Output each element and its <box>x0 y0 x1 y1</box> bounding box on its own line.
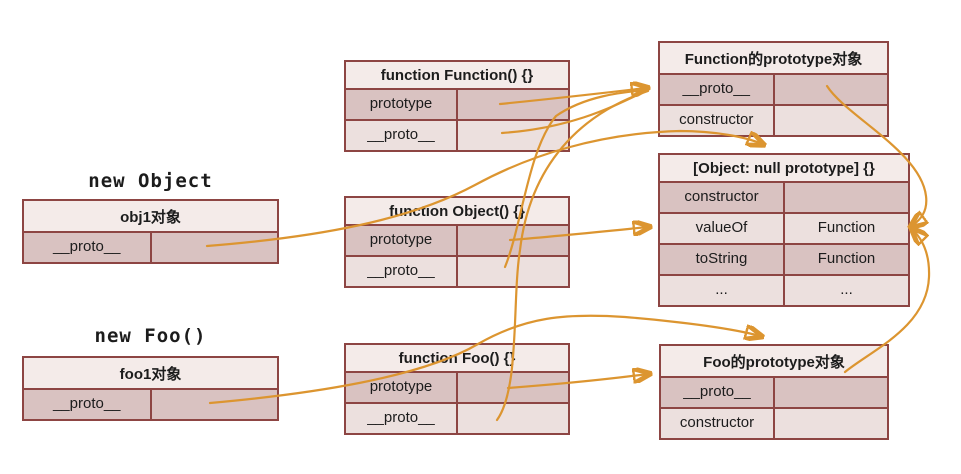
function-prototype-value <box>458 90 568 119</box>
label-new-foo: new Foo() <box>94 325 207 347</box>
obj1-proto-value <box>152 233 278 262</box>
table-row: prototype <box>346 373 568 404</box>
function-proto-value <box>458 121 568 150</box>
table-row: __proto__ <box>660 75 887 106</box>
table-obj1-title: obj1对象 <box>24 201 277 233</box>
table-function-title: function Function() {} <box>346 62 568 90</box>
op-tostring-value: Function <box>817 250 876 267</box>
table-object-constructor: function Object() {} prototype __proto__ <box>344 196 570 288</box>
object-proto-key: __proto__ <box>346 257 458 286</box>
fp-proto-key: __proto__ <box>660 75 775 104</box>
table-foo-prototype-title: Foo的prototype对象 <box>661 346 887 378</box>
foo-proto-key: __proto__ <box>346 404 458 433</box>
fp-proto-value <box>775 75 888 104</box>
table-row: toString Function <box>660 245 908 276</box>
foo-proto-value <box>458 404 568 433</box>
table-object-prototype-object: [Object: null prototype] {} constructor … <box>658 153 910 307</box>
table-foo1: foo1对象 __proto__ <box>22 356 279 421</box>
object-proto-value <box>458 257 568 286</box>
table-foo-prototype-object: Foo的prototype对象 __proto__ constructor <box>659 344 889 440</box>
op-constructor-value <box>785 183 908 212</box>
foop-proto-key: __proto__ <box>661 378 775 407</box>
fp-constructor-key: constructor <box>660 106 775 135</box>
table-row: constructor <box>660 183 908 214</box>
object-prototype-value <box>458 226 568 255</box>
op-ellipsis-key: ... <box>660 276 785 305</box>
table-row: __proto__ <box>24 390 277 419</box>
table-row: valueOf Function <box>660 214 908 245</box>
foop-proto-value <box>775 378 887 407</box>
table-row: prototype <box>346 90 568 121</box>
table-obj1: obj1对象 __proto__ <box>22 199 279 264</box>
table-row: constructor <box>661 409 887 438</box>
table-object-prototype-title: [Object: null prototype] {} <box>660 155 908 183</box>
foo-prototype-value <box>458 373 568 402</box>
fp-constructor-value <box>775 106 888 135</box>
foo1-proto-value <box>152 390 278 419</box>
table-row: constructor <box>660 106 887 135</box>
object-prototype-key: prototype <box>346 226 458 255</box>
foo-prototype-key: prototype <box>346 373 458 402</box>
op-valueof-key: valueOf <box>660 214 785 243</box>
op-tostring-key: toString <box>660 245 785 274</box>
table-function-prototype-object: Function的prototype对象 __proto__ construct… <box>658 41 889 137</box>
foop-constructor-value <box>775 409 887 438</box>
table-foo-title: function Foo() {} <box>346 345 568 373</box>
foop-constructor-key: constructor <box>661 409 775 438</box>
op-ellipsis-value: ... <box>840 281 853 298</box>
table-row: __proto__ <box>24 233 277 262</box>
table-foo-constructor: function Foo() {} prototype __proto__ <box>344 343 570 435</box>
table-object-title: function Object() {} <box>346 198 568 226</box>
table-row: __proto__ <box>346 404 568 433</box>
table-function-prototype-title: Function的prototype对象 <box>660 43 887 75</box>
obj1-proto-key: __proto__ <box>24 233 152 262</box>
foo1-proto-key: __proto__ <box>24 390 152 419</box>
label-new-object: new Object <box>88 170 213 192</box>
table-row: prototype <box>346 226 568 257</box>
table-row: __proto__ <box>346 257 568 286</box>
op-valueof-value: Function <box>817 219 876 236</box>
table-row: __proto__ <box>661 378 887 409</box>
table-function-constructor: function Function() {} prototype __proto… <box>344 60 570 152</box>
table-row: __proto__ <box>346 121 568 150</box>
op-constructor-key: constructor <box>660 183 785 212</box>
function-prototype-key: prototype <box>346 90 458 119</box>
table-row: ... ... <box>660 276 908 305</box>
table-foo1-title: foo1对象 <box>24 358 277 390</box>
function-proto-key: __proto__ <box>346 121 458 150</box>
